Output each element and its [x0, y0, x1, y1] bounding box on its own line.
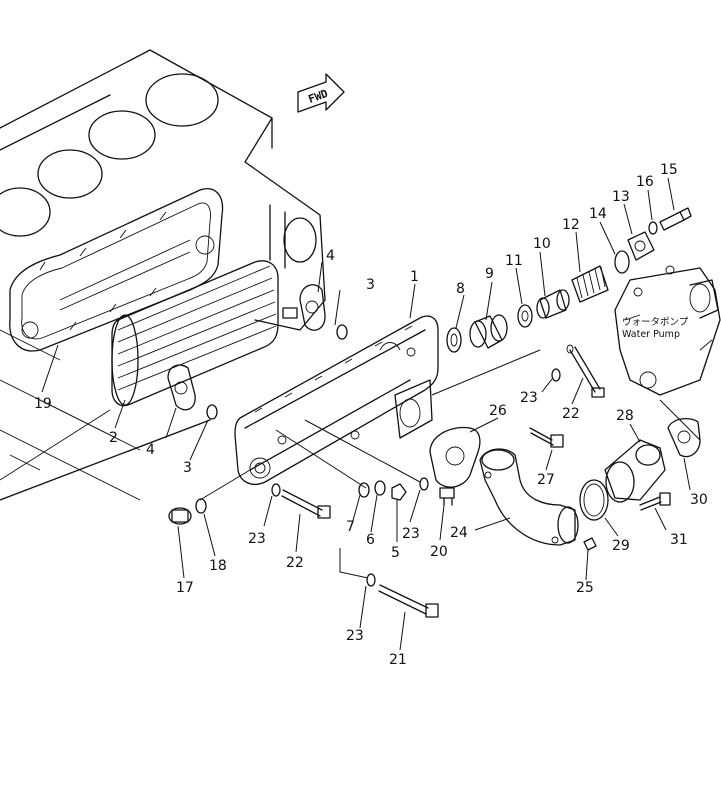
washer-6: [374, 480, 386, 496]
oil-cooler-cover: [234, 315, 439, 485]
callout-15: 15: [660, 162, 678, 178]
callout-29: 29: [612, 538, 630, 554]
callout-12: 12: [562, 217, 580, 233]
connector-28: [604, 439, 666, 503]
callout-17: 17: [176, 580, 194, 596]
bolt-22-upper: [566, 344, 605, 398]
callout-9: 9: [485, 266, 494, 282]
gasket-26: [429, 426, 481, 488]
oil-cooler-element: [111, 260, 298, 407]
callout-23: 23: [520, 390, 538, 406]
plug-17: [168, 507, 192, 525]
water-pump-label-en: Water Pump: [622, 329, 680, 340]
callout-4: 4: [146, 442, 155, 458]
callout-labels: 1 2 3 3 4 4 5 6 7 8 9 10 11 12 13 14 15 …: [34, 162, 708, 668]
callout-11: 11: [505, 253, 523, 269]
callout-21: 21: [389, 652, 407, 668]
bolt-21: [378, 584, 439, 618]
bolt-31: [639, 492, 671, 511]
o-ring-3-lower: [206, 404, 218, 420]
bolt-20: [439, 487, 455, 506]
washer-7: [358, 482, 370, 498]
gasket-4-lower: [167, 364, 196, 411]
callout-16: 16: [636, 174, 654, 190]
callout-5: 5: [391, 545, 400, 561]
callout-10: 10: [533, 236, 551, 252]
callout-7: 7: [346, 519, 355, 535]
cover-gasket: [9, 188, 224, 352]
o-ring-29: [579, 479, 609, 521]
o-ring-3-upper: [336, 324, 348, 340]
callout-24: 24: [450, 525, 468, 541]
callout-3: 3: [183, 460, 192, 476]
callout-30: 30: [690, 492, 708, 508]
forward-direction-arrow: [297, 73, 345, 113]
callout-23: 23: [346, 628, 364, 644]
bolt-22-lower: [281, 489, 331, 519]
callout-13: 13: [612, 189, 630, 205]
callout-20: 20: [430, 544, 448, 560]
washer-23-right: [419, 477, 429, 491]
callout-14: 14: [589, 206, 607, 222]
callout-26: 26: [489, 403, 507, 419]
callout-22: 22: [286, 555, 304, 571]
callout-18: 18: [209, 558, 227, 574]
plug-25: [583, 537, 597, 551]
gasket-4-upper: [299, 284, 326, 331]
callout-31: 31: [670, 532, 688, 548]
bolt-27: [529, 427, 564, 448]
callout-23: 23: [402, 526, 420, 542]
nut-5: [391, 483, 407, 501]
water-pump-housing: [614, 265, 721, 396]
callout-28: 28: [616, 408, 634, 424]
callout-27: 27: [537, 472, 555, 488]
callout-4: 4: [326, 248, 335, 264]
leader-lines: [41, 177, 701, 651]
washer-23-left: [271, 483, 281, 497]
elbow-pipe-24: [479, 448, 579, 546]
washer-23-lower: [366, 573, 376, 587]
engine-block: [0, 49, 326, 501]
callout-23: 23: [248, 531, 266, 547]
callout-25: 25: [576, 580, 594, 596]
washer-18: [195, 498, 207, 514]
water-pump-label-ja: ウォータポンプ: [622, 317, 689, 328]
callout-2: 2: [109, 430, 118, 446]
callout-3: 3: [366, 277, 375, 293]
callout-8: 8: [456, 281, 465, 297]
callout-6: 6: [366, 532, 375, 548]
callout-19: 19: [34, 396, 52, 412]
callout-22: 22: [562, 406, 580, 422]
callout-1: 1: [410, 269, 419, 285]
thermostat-stack: [446, 207, 692, 353]
washer-23-upper: [551, 368, 561, 382]
